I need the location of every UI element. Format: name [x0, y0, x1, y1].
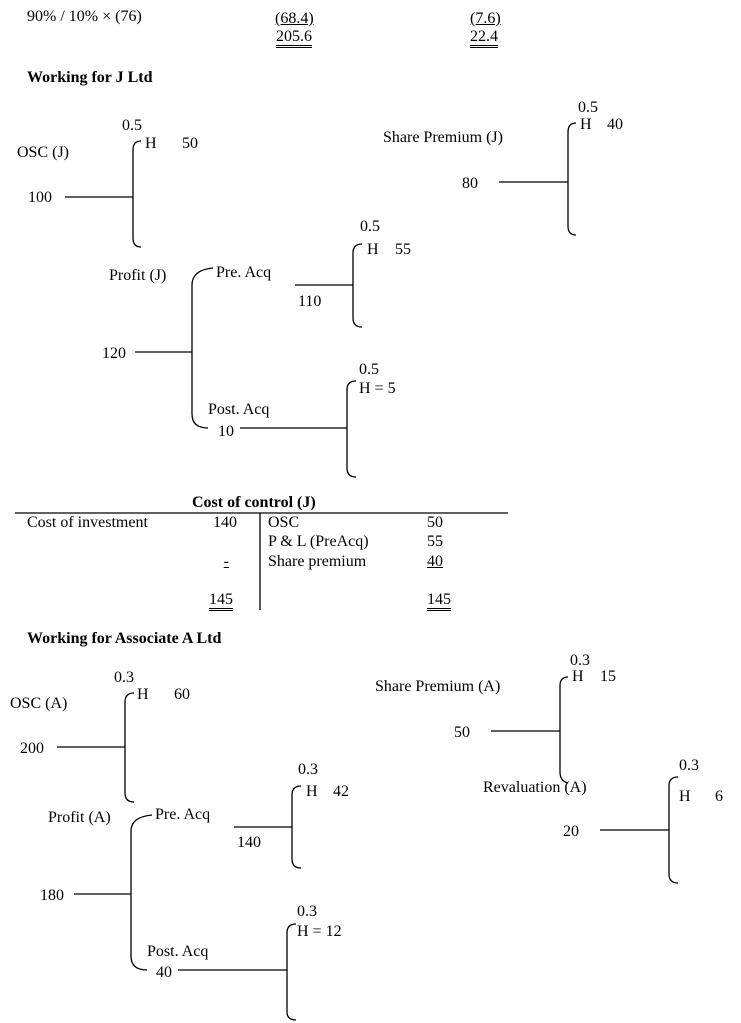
share-premium-j-label: Share Premium (J) [383, 129, 503, 146]
post-acq-j-label: Post. Acq [208, 401, 270, 418]
revaluation-a-total: 20 [563, 823, 579, 840]
osc-j-bracket [132, 140, 142, 248]
revaluation-a-ratio: 0.3 [679, 757, 699, 774]
top-row-col1-value: (68.4) [275, 10, 314, 27]
pre-acq-a-ratio: 0.3 [298, 761, 318, 778]
profit-j-label: Profit (J) [109, 267, 167, 284]
post-acq-a-h-text: H = 12 [297, 923, 342, 940]
share-premium-a-h-label: H [572, 668, 584, 685]
osc-j-ratio: 0.5 [122, 117, 142, 134]
osc-j-h-label: H [145, 135, 157, 152]
pre-acq-j-total: 110 [298, 293, 322, 310]
cost-of-control-title: Cost of control (J) [192, 494, 316, 511]
j-ltd-heading: Working for J Ltd [27, 69, 153, 86]
credit-row-1-value: 50 [427, 514, 443, 531]
credit-row-1-label: OSC [268, 514, 300, 531]
credit-row-3-label: Share premium [268, 553, 367, 570]
share-premium-j-h-value: 40 [607, 116, 623, 133]
post-acq-a-bracket [286, 923, 297, 1021]
post-acq-j-bracket [346, 380, 357, 478]
share-premium-a-h-value: 15 [600, 668, 616, 685]
profit-j-total: 120 [102, 345, 126, 362]
top-row-col1-total: 205.6 [276, 29, 312, 48]
share-premium-j-h-label: H [580, 116, 592, 133]
post-acq-j-ratio: 0.5 [359, 361, 379, 378]
post-acq-a-total: 40 [156, 964, 172, 981]
profit-a-total: 180 [40, 887, 64, 904]
revaluation-a-h-value: 6 [715, 788, 723, 805]
osc-a-ratio: 0.3 [114, 669, 134, 686]
profit-j-bracket [191, 267, 214, 429]
revaluation-a-bracket [668, 776, 679, 884]
osc-a-label: OSC (A) [10, 695, 68, 712]
credit-total: 145 [427, 592, 451, 611]
pre-acq-a-bracket [291, 785, 302, 869]
debit-row-1-value: 140 [213, 514, 237, 531]
top-row-label: 90% / 10% × (76) [27, 8, 142, 25]
pre-acq-j-h-label: H [367, 241, 379, 258]
credit-row-2-label: P & L (PreAcq) [268, 533, 369, 550]
debit-total: 145 [209, 592, 233, 611]
revaluation-a-label: Revaluation (A) [483, 779, 587, 796]
pre-acq-j-label: Pre. Acq [216, 264, 272, 281]
share-premium-j-ratio: 0.5 [578, 99, 598, 116]
pre-acq-a-total: 140 [237, 834, 261, 851]
profit-a-label: Profit (A) [48, 809, 111, 826]
post-acq-j-total: 10 [218, 423, 234, 440]
osc-a-h-label: H [137, 686, 149, 703]
osc-j-label: OSC (J) [17, 144, 70, 161]
pre-acq-j-h-value: 55 [395, 241, 411, 258]
pre-acq-a-h-label: H [306, 783, 318, 800]
a-ltd-heading: Working for Associate A Ltd [27, 630, 222, 647]
share-premium-a-bracket [559, 676, 569, 784]
pre-acq-a-h-value: 42 [333, 783, 349, 800]
pre-acq-a-label: Pre. Acq [155, 806, 211, 823]
revaluation-a-h-label: H [679, 788, 691, 805]
credit-row-3-value: 40 [427, 553, 443, 570]
share-premium-j-total: 80 [462, 175, 478, 192]
debit-row-3-value: - [223, 553, 229, 570]
share-premium-a-ratio: 0.3 [570, 652, 590, 669]
profit-a-bracket [130, 814, 153, 971]
post-acq-a-ratio: 0.3 [297, 903, 317, 920]
debit-row-1-label: Cost of investment [27, 514, 148, 531]
post-acq-j-h-text: H = 5 [359, 380, 396, 397]
pre-acq-j-bracket [352, 243, 363, 328]
post-acq-a-label: Post. Acq [147, 943, 209, 960]
credit-row-2-value: 55 [427, 533, 443, 550]
osc-j-h-value: 50 [182, 135, 198, 152]
osc-j-total: 100 [28, 189, 52, 206]
osc-a-bracket [124, 692, 135, 803]
osc-a-h-value: 60 [174, 686, 190, 703]
share-premium-a-label: Share Premium (A) [375, 678, 501, 695]
osc-a-total: 200 [20, 740, 44, 757]
top-row-col2-total: 22.4 [470, 29, 498, 48]
share-premium-a-total: 50 [454, 724, 470, 741]
pre-acq-j-ratio: 0.5 [360, 218, 380, 235]
top-row-col2-value: (7.6) [470, 10, 501, 27]
share-premium-j-bracket [567, 122, 577, 236]
